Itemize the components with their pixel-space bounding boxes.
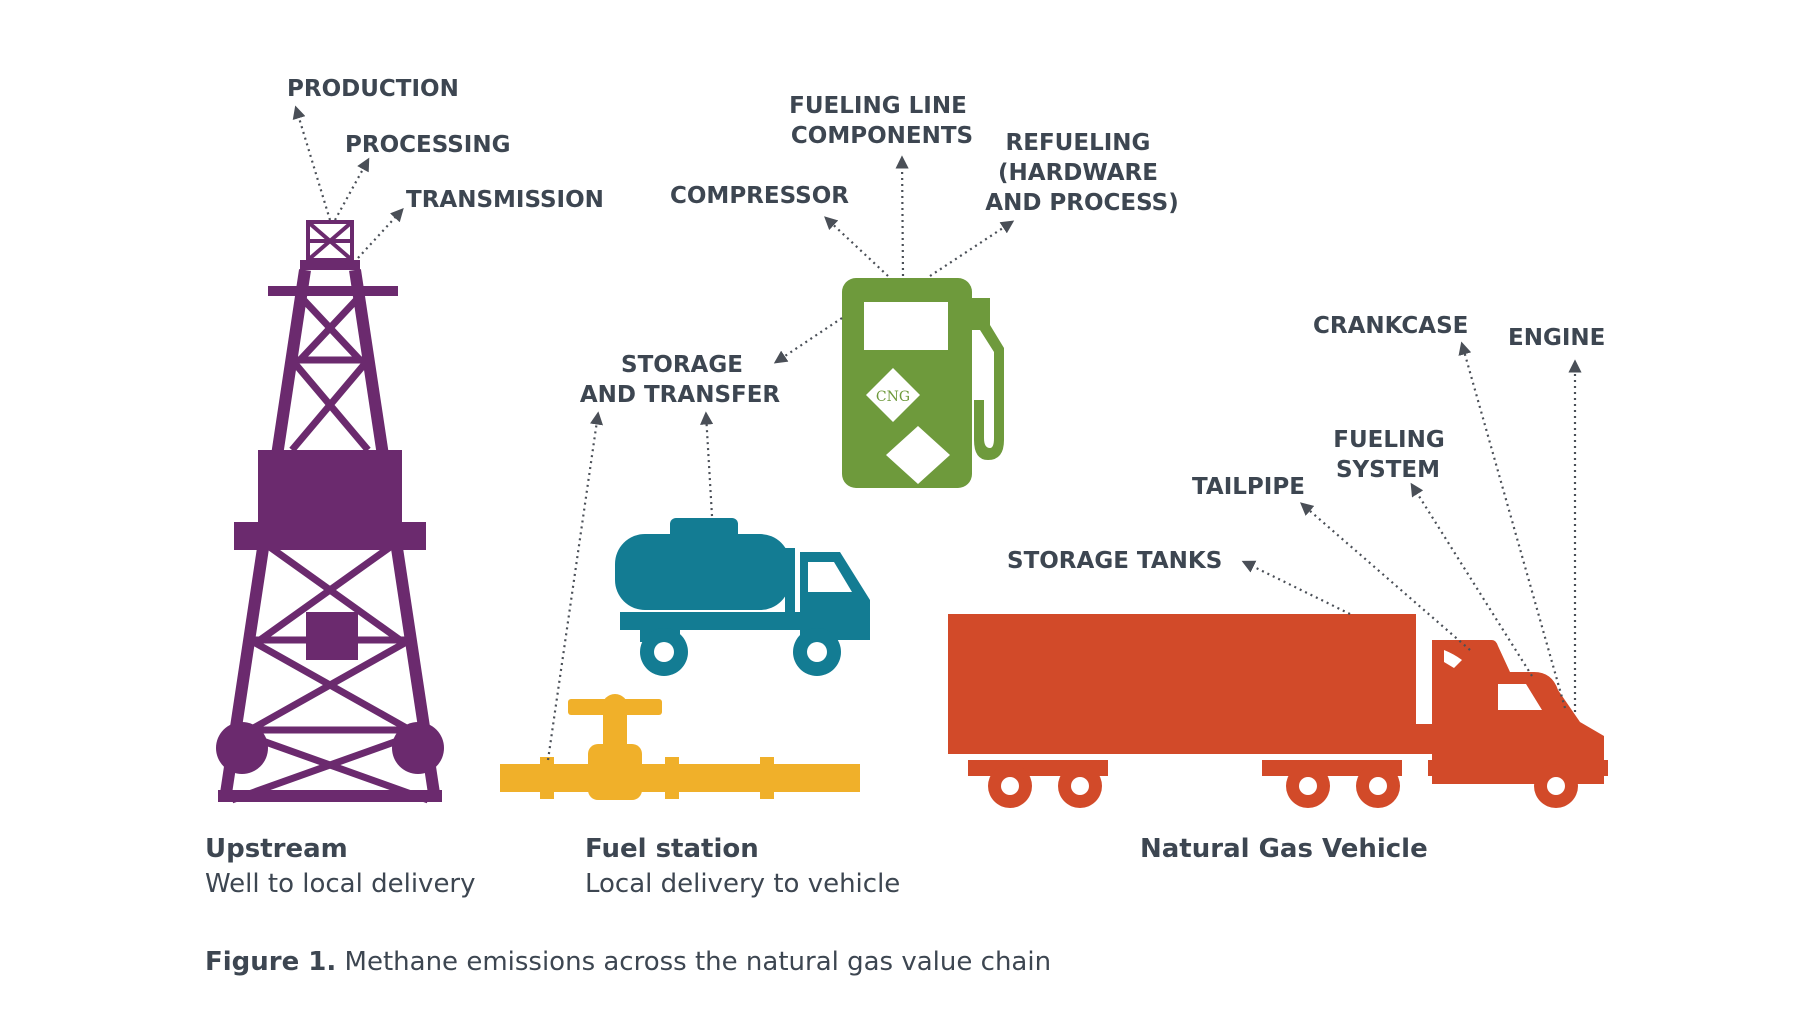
label-compressor: COMPRESSOR [670,183,849,209]
label-fueling-line: FUELING LINE COMPONENTS [789,93,975,149]
arrow-refueling [929,220,1015,277]
truck-wheel-4 [1356,764,1400,808]
label-tailpipe: TAILPIPE [1192,474,1305,500]
arrow-tanker-up [700,411,714,517]
figure-caption: Figure 1. Methane emissions across the n… [205,947,1051,977]
arrow-tailpipe [1300,502,1471,651]
section-fuel-station-subtitle: Local delivery to vehicle [585,869,900,899]
arrow-storage-tanks [1241,560,1351,615]
section-fuel-station-title: Fuel station [585,834,759,864]
label-storage-transfer: STORAGE AND TRANSFER [580,352,781,408]
arrow-fueling-system [1410,482,1533,677]
arrow-compressor [824,216,889,277]
label-engine: ENGINE [1508,325,1605,351]
truck-wheel-1 [988,764,1032,808]
label-refueling: REFUELING (HARDWARE AND PROCESS) [985,130,1178,216]
arrow-pipeline-up [546,411,604,761]
caption-prefix: Figure 1. [205,947,336,977]
natural-gas-truck-icon [948,614,1608,808]
arrow-processing [334,157,370,221]
truck-wheel-2 [1058,764,1102,808]
label-transmission: TRANSMISSION [406,187,604,213]
arrow-fueling-line [895,155,909,277]
pipeline-valve-icon [500,694,860,800]
caption-text: Methane emissions across the natural gas… [336,947,1051,977]
label-storage-tanks: STORAGE TANKS [1007,548,1222,574]
section-upstream-subtitle: Well to local delivery [205,869,476,899]
section-vehicle-title: Natural Gas Vehicle [1140,834,1428,864]
cng-badge-text: CNG [876,389,910,405]
label-production: PRODUCTION [287,76,459,102]
arrow-storage-transfer [773,317,843,364]
tanker-truck-icon [615,518,870,676]
label-fueling-system: FUELING SYSTEM [1333,427,1452,483]
arrow-transmission [357,208,404,259]
section-labels: Upstream Well to local delivery Fuel sta… [205,834,1428,899]
emission-labels: PRODUCTION PROCESSING TRANSMISSION COMPR… [287,76,1605,574]
emission-arrows [292,105,1582,761]
label-crankcase: CRANKCASE [1313,313,1468,339]
truck-wheel-5 [1534,764,1578,808]
section-upstream-title: Upstream [205,834,348,864]
cng-fuel-pump-icon: CNG [842,278,1004,488]
derrick-icon [216,220,444,804]
arrow-production [292,105,332,221]
cng-badge: CNG [866,368,920,422]
label-processing: PROCESSING [345,132,511,158]
truck-wheel-3 [1286,764,1330,808]
